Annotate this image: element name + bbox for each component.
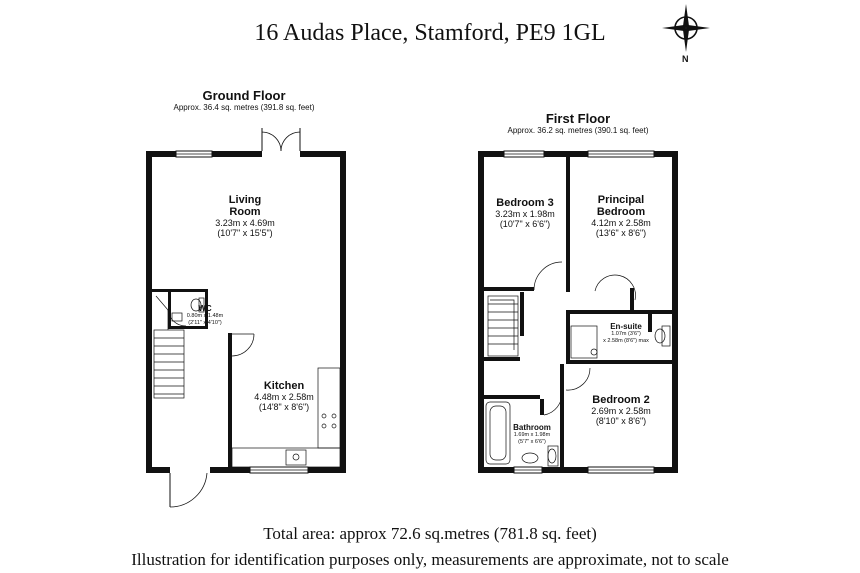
room-kitchen-name: Kitchen — [263, 380, 305, 392]
room-bedroom3-name: Bedroom 3 — [496, 197, 554, 209]
total-area-text: Total area: approx 72.6 sq.metres (781.8… — [263, 524, 597, 543]
room-living-name-1: Living — [228, 194, 262, 206]
room-bedroom2-metric: 2.69m x 2.58m — [591, 406, 651, 416]
room-bedroom2-name: Bedroom 2 — [592, 394, 650, 406]
room-bedroom3: Bedroom 3 3.23m x 1.98m (10'7" x 6'6") — [486, 197, 564, 229]
room-living-imperial: (10'7" x 15'5") — [217, 228, 273, 238]
first-floor-title: First Floor — [545, 111, 611, 126]
room-ensuite: En-suite 1.07m (3'6") x 2.58m (8'6") max — [596, 322, 656, 344]
compass-icon — [662, 4, 710, 52]
room-principal-imperial: (13'6" x 8'6") — [595, 228, 647, 238]
ground-floor-area: Approx. 36.4 sq. metres (391.8 sq. feet) — [173, 103, 315, 112]
compass-north-label: N — [682, 54, 689, 64]
room-ensuite-line1: 1.07m (3'6") — [611, 331, 641, 337]
first-floor-plan — [478, 150, 678, 474]
property-address: 16 Audas Place, Stamford, PE9 1GL — [254, 20, 606, 46]
room-bedroom2: Bedroom 2 2.69m x 2.58m (8'10" x 8'6") — [578, 394, 664, 426]
room-bedroom3-imperial: (10'7" x 6'6") — [499, 219, 551, 229]
room-bathroom-metric: 1.69m x 1.98m — [513, 432, 551, 438]
room-bathroom-name: Bathroom — [513, 423, 551, 432]
room-bedroom2-imperial: (8'10" x 8'6") — [595, 416, 647, 426]
room-wc: WC 0.80m x 1.48m (2'11" x 4'10") — [184, 304, 226, 326]
room-wc-imperial: (2'11" x 4'10") — [188, 319, 222, 326]
room-bathroom: Bathroom 1.69m x 1.98m (5'7" x 6'6") — [508, 423, 556, 445]
ground-floor-plan — [146, 128, 346, 508]
room-principal-name-2: Bedroom — [596, 206, 646, 218]
first-floor-area: Approx. 36.2 sq. metres (390.1 sq. feet) — [507, 126, 649, 135]
room-bathroom-imperial: (5'7" x 6'6") — [518, 438, 546, 445]
room-kitchen-imperial: (14'8" x 8'6") — [258, 402, 310, 412]
room-bedroom3-metric: 3.23m x 1.98m — [495, 209, 555, 219]
room-living-metric: 3.23m x 4.69m — [215, 218, 275, 228]
room-wc-name: WC — [198, 304, 212, 313]
ground-floor-title: Ground Floor — [202, 88, 286, 103]
room-principal-bedroom: Principal Bedroom 4.12m x 2.58m (13'6" x… — [576, 194, 666, 238]
room-wc-metric: 0.80m x 1.48m — [186, 313, 224, 319]
disclaimer-text: Illustration for identification purposes… — [131, 550, 729, 569]
room-living-name-2: Room — [229, 206, 261, 218]
room-living: Living Room 3.23m x 4.69m (10'7" x 15'5"… — [190, 194, 300, 238]
room-kitchen-metric: 4.48m x 2.58m — [254, 392, 314, 402]
room-ensuite-name: En-suite — [610, 322, 642, 331]
room-kitchen: Kitchen 4.48m x 2.58m (14'8" x 8'6") — [236, 380, 332, 412]
room-principal-name-1: Principal — [597, 194, 645, 206]
room-principal-metric: 4.12m x 2.58m — [591, 218, 651, 228]
room-ensuite-line2: x 2.58m (8'6") max — [603, 337, 649, 344]
